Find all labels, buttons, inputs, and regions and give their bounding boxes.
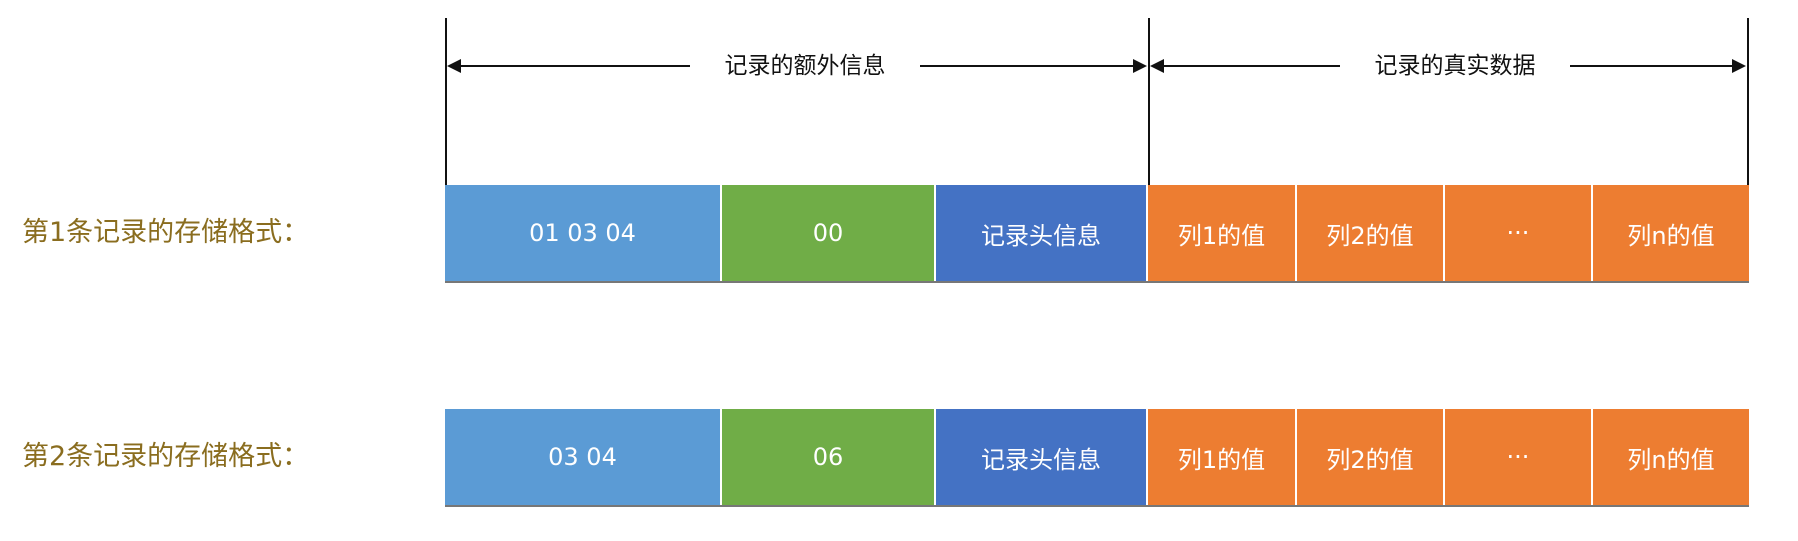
ellipsis-cell: ···: [1445, 185, 1593, 281]
extra-info-label: 记录的额外信息: [724, 53, 886, 79]
record-2-format-row: 03 04 06 记录头信息 列1的值 列2的值 ··· 列n的值: [445, 409, 1749, 507]
extra-info-span-arrow: 记录的额外信息: [447, 52, 1147, 80]
column-n-value-cell: 列n的值: [1593, 409, 1749, 505]
arrow-right-head-icon: [1133, 59, 1147, 73]
variable-length-list-cell: 03 04: [445, 409, 722, 505]
record-2-label: 第2条记录的存储格式：: [22, 441, 310, 472]
boundary-line-middle: [1148, 18, 1150, 188]
arrow-right-head-icon: [1732, 59, 1746, 73]
column-1-value-cell: 列1的值: [1148, 409, 1297, 505]
record-1-label: 第1条记录的存储格式：: [22, 217, 310, 248]
ellipsis-cell: ···: [1445, 409, 1593, 505]
record-1-format-row: 01 03 04 00 记录头信息 列1的值 列2的值 ··· 列n的值: [445, 185, 1749, 283]
real-data-span-arrow: 记录的真实数据: [1150, 52, 1746, 80]
boundary-line-left: [445, 18, 447, 188]
arrow-left-head-icon: [447, 59, 461, 73]
null-value-list-cell: 06: [722, 409, 936, 505]
column-1-value-cell: 列1的值: [1148, 185, 1297, 281]
record-header-cell: 记录头信息: [936, 409, 1148, 505]
column-2-value-cell: 列2的值: [1297, 185, 1445, 281]
column-2-value-cell: 列2的值: [1297, 409, 1445, 505]
record-header-cell: 记录头信息: [936, 185, 1148, 281]
null-value-list-cell: 00: [722, 185, 936, 281]
boundary-line-right: [1747, 18, 1749, 188]
column-n-value-cell: 列n的值: [1593, 185, 1749, 281]
variable-length-list-cell: 01 03 04: [445, 185, 722, 281]
real-data-label: 记录的真实数据: [1374, 53, 1536, 79]
arrow-left-head-icon: [1150, 59, 1164, 73]
